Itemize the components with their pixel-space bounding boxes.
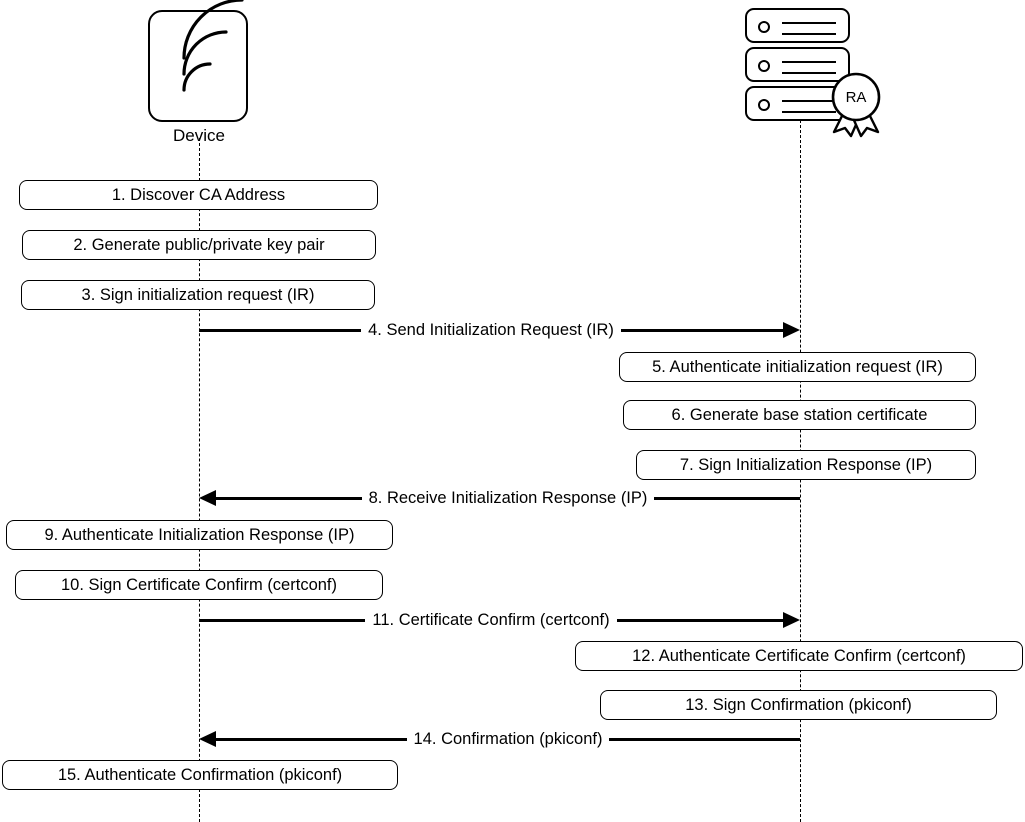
message-step-4: 4. Send Initialization Request (IR) [199,317,801,343]
action-box-step-6: 6. Generate base station certificate [623,400,976,430]
actor-label-ra: RA [845,89,867,106]
server-detail-line [782,72,836,74]
server-detail-line [782,111,836,113]
message-line-left [216,737,407,741]
arrowhead-right-icon [783,612,800,628]
action-box-step-13: 13. Sign Confirmation (pkiconf) [600,690,997,720]
arrowhead-right-icon [783,322,801,338]
action-box-step-12: 12. Authenticate Certificate Confirm (ce… [575,641,1023,671]
server-detail-line [782,100,836,102]
actor-ra: RA [745,8,881,143]
actor-device: Device [148,0,250,145]
lifeline-device [199,138,200,822]
action-box-step-2: 2. Generate public/private key pair [22,230,376,260]
message-line-left [216,496,362,500]
server-detail-line [782,22,836,24]
message-step-14: 14. Confirmation (pkiconf) [199,726,801,752]
server-tier-middle [745,47,850,82]
message-line-right [609,737,801,741]
arrowhead-left-icon [199,731,216,747]
arrowhead-left-icon [199,490,216,506]
message-step-8: 8. Receive Initialization Response (IP) [199,485,800,511]
server-detail-line [782,33,836,35]
message-line-right [654,496,800,500]
message-line-left [199,328,362,332]
server-tier-bottom [745,86,850,121]
action-box-step-15: 15. Authenticate Confirmation (pkiconf) [2,760,398,790]
server-status-led-icon [758,21,770,33]
actor-label-device: Device [173,126,225,145]
wireless-device-icon [148,0,248,122]
message-label-step-8: 8. Receive Initialization Response (IP) [361,489,655,507]
action-box-step-5: 5. Authenticate initialization request (… [619,352,976,382]
message-line-right [620,328,784,332]
server-status-led-icon [758,60,770,72]
wifi-signal-arcs-icon [182,0,244,92]
message-step-11: 11. Certificate Confirm (certconf) [199,607,800,633]
message-label-step-4: 4. Send Initialization Request (IR) [361,321,621,339]
message-label-step-11: 11. Certificate Confirm (certconf) [365,611,617,629]
server-detail-line [782,61,836,63]
action-box-step-3: 3. Sign initialization request (IR) [21,280,375,310]
message-label-step-14: 14. Confirmation (pkiconf) [406,730,610,748]
server-status-led-icon [758,99,770,111]
action-box-step-9: 9. Authenticate Initialization Response … [6,520,393,550]
server-tier-top [745,8,850,43]
certificate-badge-icon [831,72,881,138]
action-box-step-10: 10. Sign Certificate Confirm (certconf) [15,570,383,600]
message-line-left [199,618,366,622]
action-box-step-7: 7. Sign Initialization Response (IP) [636,450,976,480]
message-line-right [616,618,783,622]
action-box-step-1: 1. Discover CA Address [19,180,378,210]
